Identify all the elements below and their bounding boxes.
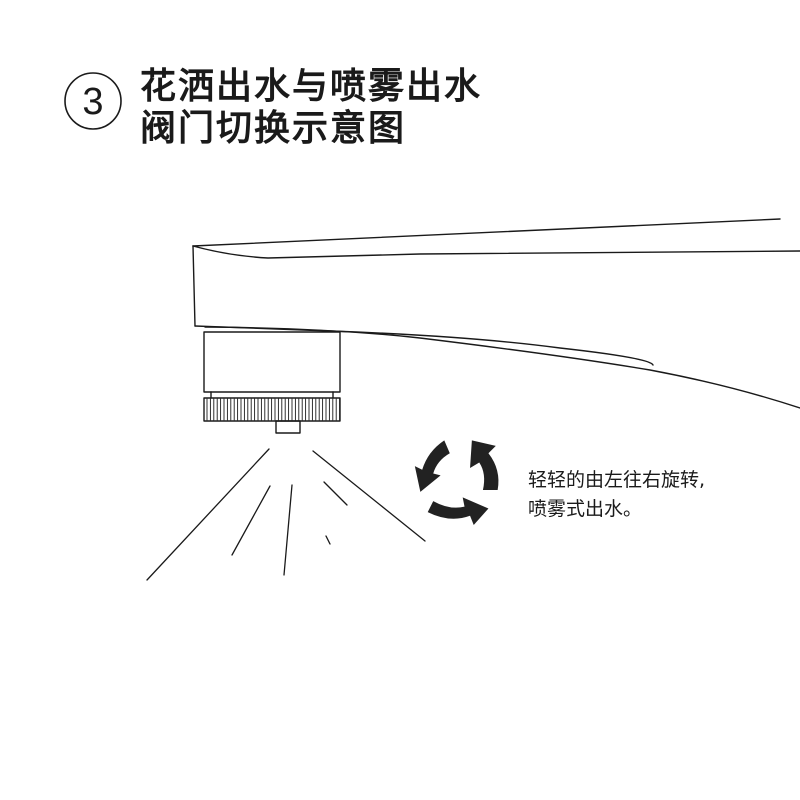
circled-number-icon: 3 — [64, 72, 122, 130]
aerator-body — [203, 331, 341, 399]
page-title: 花洒出水与喷雾出水 阀门切换示意图 — [140, 66, 482, 150]
title-line-1: 花洒出水与喷雾出水 — [140, 66, 483, 107]
spray-nozzle — [275, 420, 301, 434]
spray-lines — [146, 448, 426, 581]
instruction-text: 轻轻的由左往右旋转, 喷雾式出水。 — [528, 466, 705, 524]
knurled-adjustment-ring[interactable] — [203, 397, 341, 422]
instruction-line-2: 喷雾式出水。 — [528, 498, 643, 520]
instruction-line-1: 轻轻的由左往右旋转, — [528, 469, 706, 491]
faucet-spout — [192, 218, 800, 409]
step-number-badge: 3 — [62, 70, 124, 132]
rotate-cycle-icon — [414, 440, 499, 525]
step-number: 3 — [82, 81, 103, 123]
title-line-2: 阀门切换示意图 — [140, 108, 407, 149]
